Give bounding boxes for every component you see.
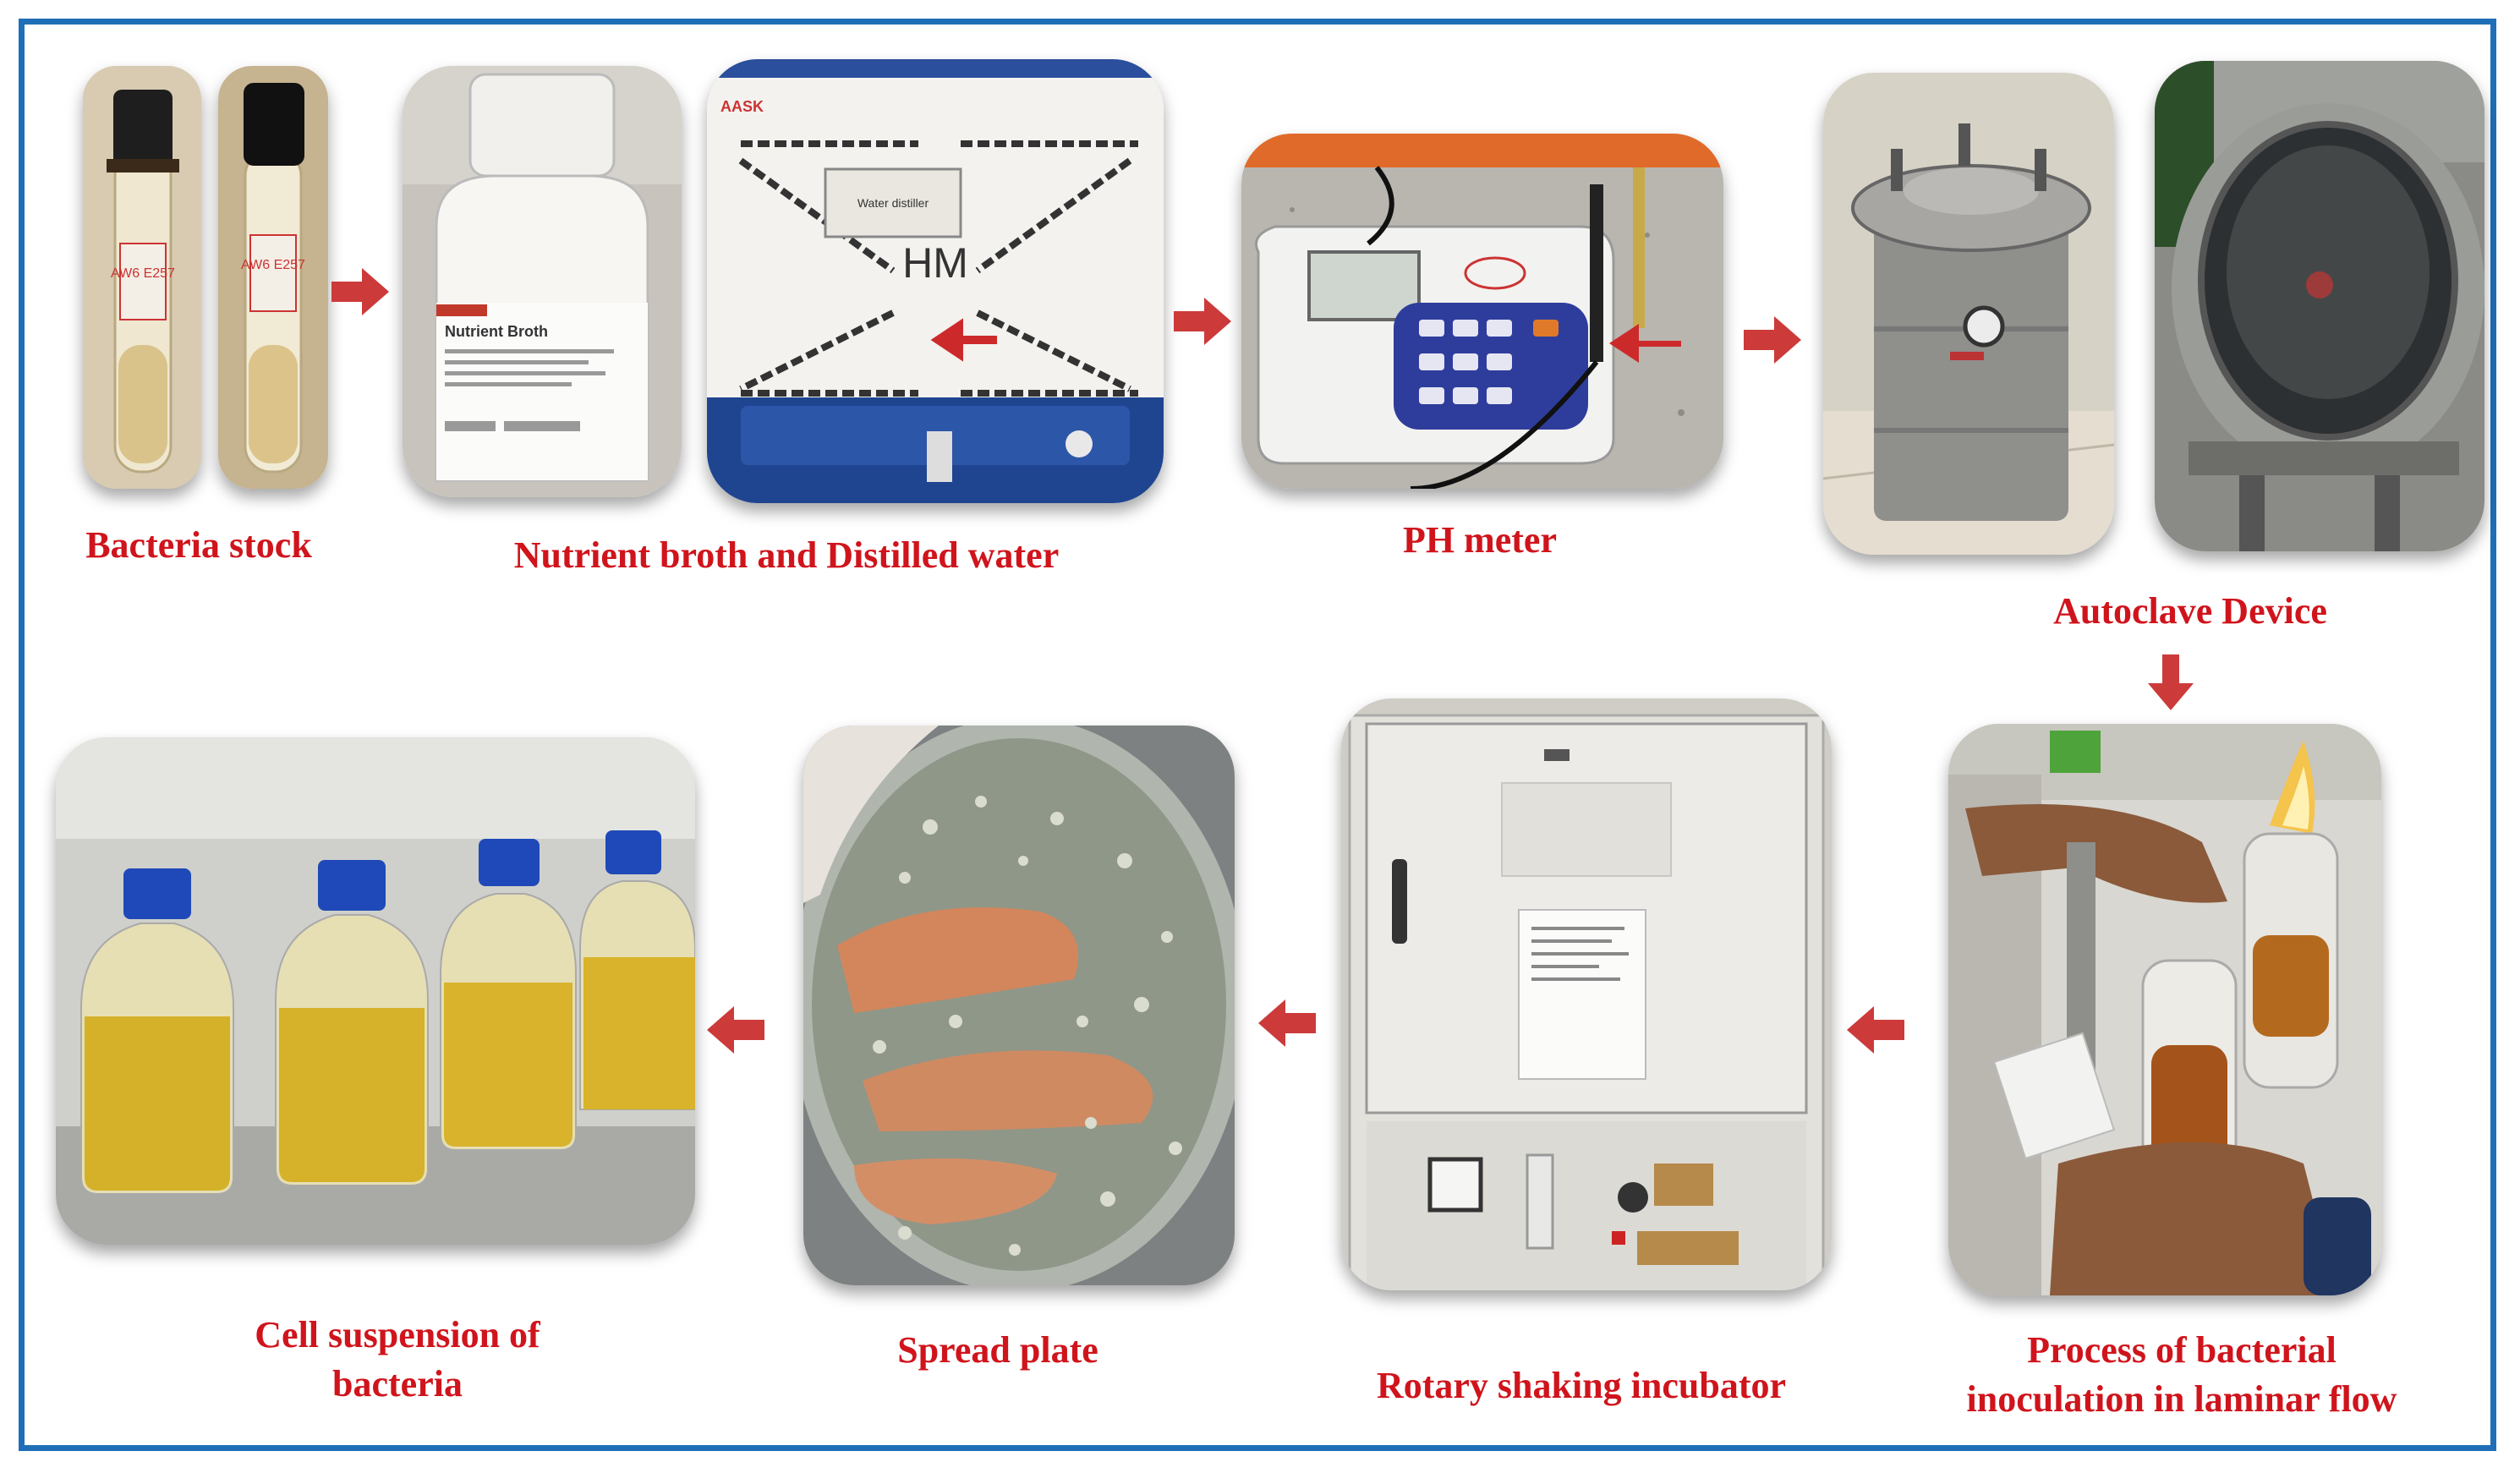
label-spread-plate: Spread plate xyxy=(897,1329,1098,1371)
arrow-left-icon xyxy=(705,1005,764,1055)
arrow-right-icon xyxy=(331,266,391,317)
photo-rotary-shaking-incubator xyxy=(1341,698,1832,1290)
distiller-brand: AASK xyxy=(720,98,764,115)
arrow-right-icon xyxy=(1744,315,1803,365)
tube-2-label: AW6 E257 xyxy=(241,258,305,272)
label-laminar-flow: Process of bacterial inoculation in lami… xyxy=(1920,1326,2444,1424)
label-laminar-flow-line-2: inoculation in laminar flow xyxy=(1966,1378,2397,1420)
label-ph-meter: PH meter xyxy=(1403,519,1557,561)
label-cell-suspension-line-1: Cell suspension of xyxy=(255,1314,540,1355)
photo-cell-suspension-bottles xyxy=(56,737,695,1245)
photo-laminar-flow-inoculation xyxy=(1948,724,2381,1295)
label-cell-suspension: Cell suspension of bacteria xyxy=(203,1311,592,1409)
label-laminar-flow-line-1: Process of bacterial xyxy=(2027,1329,2336,1371)
distiller-letters: HM xyxy=(902,239,968,287)
label-cell-suspension-line-2: bacteria xyxy=(332,1363,463,1405)
photo-bacteria-tube-1: AW6 E257 xyxy=(83,66,201,489)
photo-autoclave-open xyxy=(2155,61,2484,551)
label-rotary-incubator: Rotary shaking incubator xyxy=(1376,1365,1787,1406)
distiller-sign: Water distiller xyxy=(857,196,929,210)
photo-bacteria-tube-2: AW6 E257 xyxy=(218,66,328,489)
label-bacteria-stock: Bacteria stock xyxy=(85,524,312,566)
photo-water-distiller: AASK Water distiller HM xyxy=(707,59,1164,503)
arrow-right-icon xyxy=(1174,296,1233,347)
label-nutrient-broth: Nutrient broth and Distilled water xyxy=(513,534,1060,576)
bottle-title: Nutrient Broth xyxy=(445,323,548,340)
photo-spread-plate xyxy=(803,726,1235,1285)
arrow-down-icon xyxy=(2148,654,2194,710)
tube-1-label: AW6 E257 xyxy=(111,266,175,281)
arrow-left-icon xyxy=(1257,998,1316,1049)
photo-nutrient-broth-bottle: Nutrient Broth xyxy=(403,66,682,497)
label-autoclave: Autoclave Device xyxy=(2053,590,2327,632)
photo-autoclave-closed xyxy=(1823,73,2114,555)
photo-ph-meter xyxy=(1241,134,1723,489)
arrow-left-icon xyxy=(1845,1005,1904,1055)
figure-border xyxy=(19,19,2496,1451)
